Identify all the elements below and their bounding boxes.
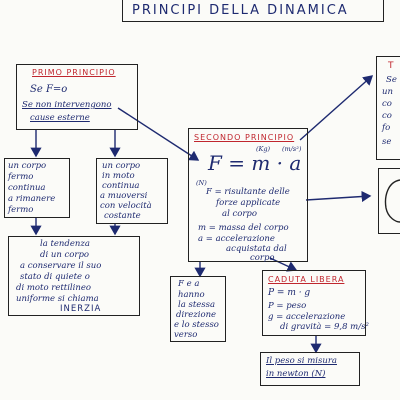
caduta-line: g = accelerazione bbox=[268, 312, 346, 322]
primo-line-2: cause esterne bbox=[30, 113, 90, 123]
terzo-line: se bbox=[382, 137, 392, 147]
secondo-def-line: acquistata dal bbox=[226, 244, 287, 254]
secondo-def-line: m = massa del corpo bbox=[198, 223, 289, 233]
fermo-line: fermo bbox=[8, 172, 34, 182]
fermo-line: un corpo bbox=[8, 161, 47, 171]
vector-note-line: e lo stesso bbox=[174, 320, 219, 330]
caduta-heading: CADUTA LIBERA bbox=[268, 275, 345, 284]
inerzia-line: uniforme si chiama bbox=[16, 294, 99, 304]
terzo-line: co bbox=[382, 99, 392, 109]
fermo-box bbox=[4, 158, 70, 218]
inerzia-line: di moto rettilineo bbox=[16, 283, 91, 293]
primo-heading: PRIMO PRINCIPIO bbox=[32, 68, 116, 77]
moto-line: in moto bbox=[102, 171, 135, 181]
secondo-unit-kg: (Kg) bbox=[256, 145, 271, 153]
primo-principio-box bbox=[16, 64, 138, 130]
secondo-def-line: F = risultante delle bbox=[206, 187, 290, 197]
inerzia-line: di un corpo bbox=[40, 250, 90, 260]
primo-formula: Se F=o bbox=[30, 84, 68, 95]
caduta-line: P = m · g bbox=[268, 288, 311, 298]
inerzia-keyword: INERZIA bbox=[60, 304, 102, 314]
secondo-formula: F = m · a bbox=[208, 151, 302, 175]
terzo-line: co bbox=[382, 111, 392, 121]
terzo-line: fo bbox=[382, 123, 391, 133]
caduta-line: P = peso bbox=[268, 301, 307, 311]
fermo-line: continua bbox=[8, 183, 46, 193]
arrow-secondo-to-right bbox=[305, 190, 372, 203]
fermo-line: a rimanere bbox=[8, 194, 56, 204]
moto-line: continua bbox=[102, 181, 140, 191]
caduta-libera-box bbox=[262, 270, 366, 336]
terzo-principio-box bbox=[376, 56, 400, 160]
terzo-line: un bbox=[382, 87, 393, 97]
secondo-def-line: forze applicate bbox=[216, 198, 281, 208]
terzo-heading: T bbox=[388, 61, 395, 71]
vector-note-line: F e a bbox=[178, 279, 200, 289]
secondo-def-line: al corpo bbox=[222, 209, 257, 219]
secondo-principio-box bbox=[188, 128, 308, 262]
right-edge-box bbox=[378, 168, 400, 234]
moto-box bbox=[96, 158, 168, 224]
terzo-line: Se bbox=[386, 75, 397, 85]
secondo-def-line: a = accelerazione bbox=[198, 234, 275, 244]
moto-line: a muoversi bbox=[100, 191, 148, 201]
vector-note-box bbox=[170, 276, 226, 342]
secondo-unit-acc: (m/s²) bbox=[282, 145, 302, 153]
secondo-def-line: corpo bbox=[250, 253, 275, 263]
peso-note-line: Il peso si misura bbox=[266, 356, 337, 366]
peso-note-box bbox=[260, 352, 360, 386]
vector-note-line: hanno bbox=[178, 290, 205, 300]
moto-line: con velocità bbox=[100, 201, 152, 211]
inerzia-line: la tendenza bbox=[40, 239, 90, 249]
primo-line-1: Se non intervengono bbox=[22, 100, 112, 110]
vector-note-line: verso bbox=[174, 330, 198, 340]
moto-line: costante bbox=[104, 211, 141, 221]
secondo-unit-n: (N) bbox=[196, 179, 207, 187]
vector-note-line: direzione bbox=[176, 310, 217, 320]
inerzia-line: a conservare il suo bbox=[20, 261, 102, 271]
fermo-line: fermo bbox=[8, 205, 34, 215]
page-title: PRINCIPI DELLA DINAMICA bbox=[132, 3, 349, 18]
peso-note-line: in newton (N) bbox=[266, 369, 326, 379]
caduta-line: di gravità = 9,8 m/s² bbox=[280, 322, 369, 332]
inerzia-box bbox=[8, 236, 140, 316]
title-box bbox=[122, 0, 384, 22]
inerzia-line: stato di quiete o bbox=[20, 272, 90, 282]
secondo-heading: SECONDO PRINCIPIO bbox=[194, 133, 295, 142]
arrow-secondo-to-terzo bbox=[299, 75, 374, 141]
vector-note-line: la stessa bbox=[178, 300, 216, 310]
moto-line: un corpo bbox=[102, 161, 141, 171]
